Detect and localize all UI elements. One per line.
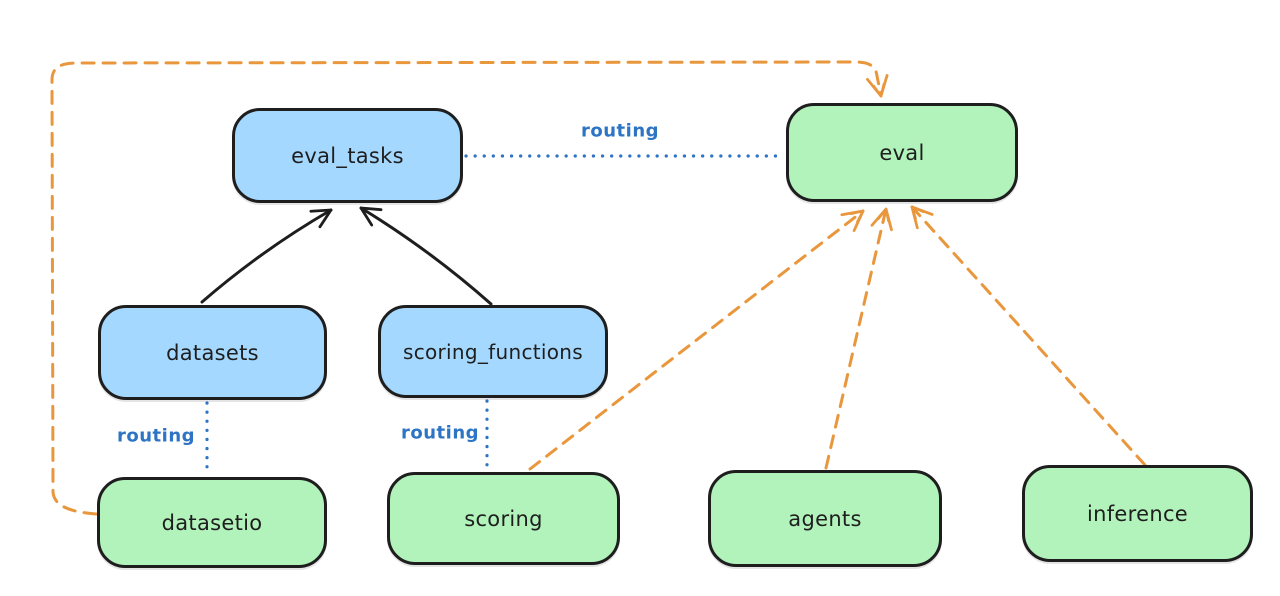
routing-label-eval-tasks-eval: routing (580, 120, 660, 142)
node-datasets: datasets (98, 305, 327, 400)
node-agents: agents (708, 470, 942, 567)
routing-label-scoring-functions-scoring: routing (400, 422, 480, 444)
node-eval-tasks-label: eval_tasks (291, 143, 404, 168)
edge-agents-to-eval (824, 207, 893, 470)
node-eval-tasks: eval_tasks (232, 108, 463, 203)
node-inference: inference (1022, 465, 1253, 562)
node-inference-label: inference (1086, 501, 1189, 526)
node-scoring-label: scoring (464, 506, 543, 531)
node-datasets-label: datasets (166, 340, 259, 365)
node-scoring: scoring (387, 472, 620, 565)
node-datasetio: datasetio (97, 477, 327, 568)
routing-label-datasets-datasetio: routing (116, 425, 196, 447)
edge-inference-to-eval (910, 205, 1147, 467)
node-agents-label: agents (788, 506, 862, 531)
edge-scoring-functions-to-eval-tasks (359, 206, 493, 306)
edge-datasets-to-eval-tasks (200, 208, 333, 304)
node-datasetio-label: datasetio (161, 510, 263, 535)
node-scoring-functions: scoring_functions (378, 305, 608, 398)
node-scoring-functions-label: scoring_functions (402, 339, 584, 364)
node-eval-label: eval (879, 140, 925, 165)
node-eval: eval (786, 103, 1018, 202)
